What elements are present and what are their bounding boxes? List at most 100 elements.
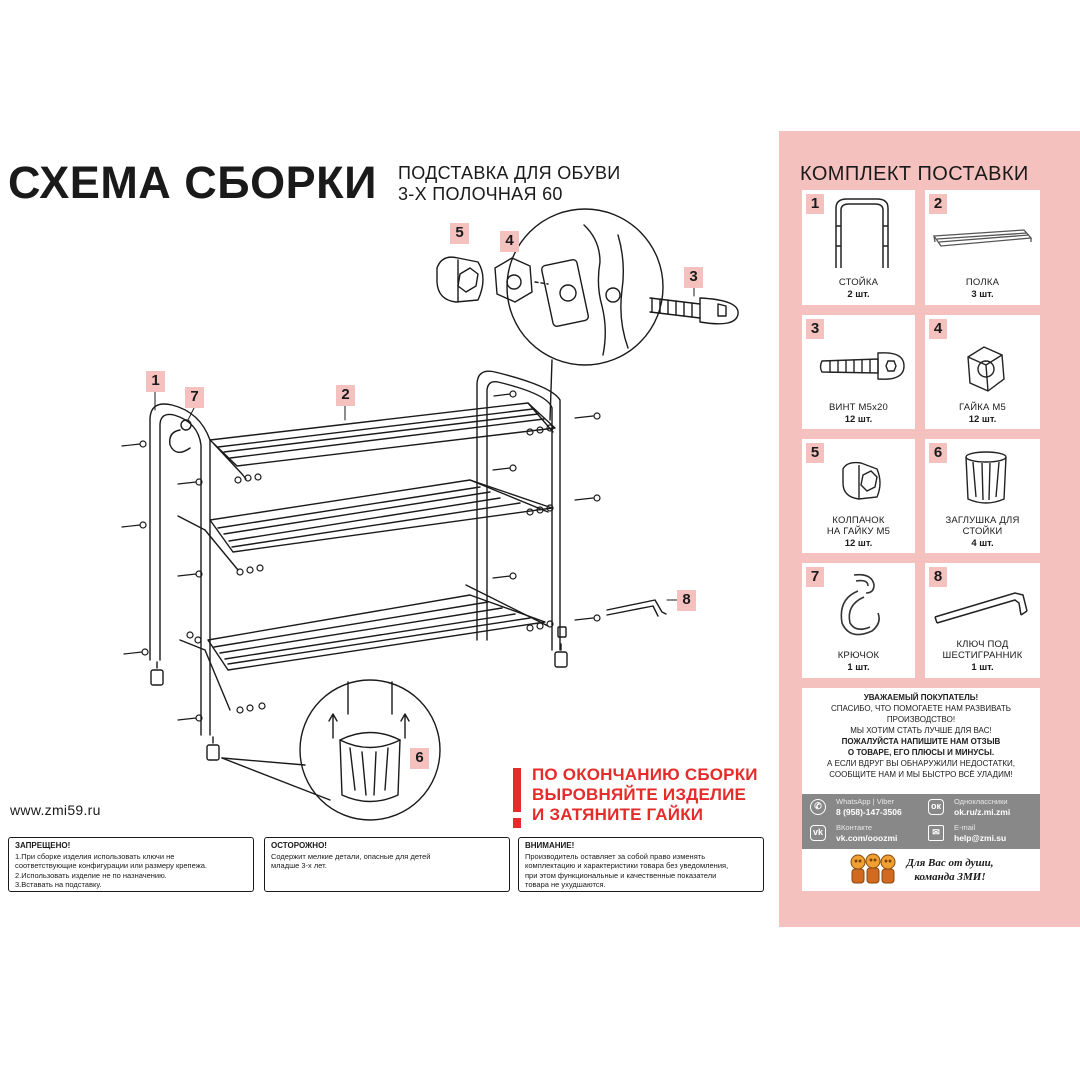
hook-on-post	[169, 419, 192, 453]
whatsapp-number[interactable]: 8 (958)-147-3506	[836, 807, 902, 817]
shelf-middle	[177, 479, 553, 571]
kit-item-screw: 3 ВИНТ М5х20 12 шт.	[802, 315, 915, 429]
kit-item-hook: 7 КРЮЧОК 1 шт.	[802, 563, 915, 678]
message-line: О ТОВАРЕ, ЕГО ПЛЮСЫ И МИНУСЫ.	[847, 748, 995, 757]
forbidden-heading: ЗАПРЕЩЕНО!	[15, 841, 71, 850]
subtitle-line-1: ПОДСТАВКА ДЛЯ ОБУВИ	[398, 163, 621, 183]
callout-leaders	[154, 286, 695, 601]
left-screws	[121, 440, 266, 722]
kit-item-number: 7	[806, 567, 824, 587]
kit-item-name: КЛЮЧ ПОД	[956, 639, 1009, 650]
callout-7: 7	[185, 387, 204, 408]
odnoklassniki-link[interactable]: ok.ru/z.mi.zmi	[954, 807, 1011, 817]
odnoklassniki-label: Одноклассники	[954, 797, 1008, 806]
final-note-line-3: И ЗАТЯНИТЕ ГАЙКИ	[532, 805, 704, 824]
signature-line-2: команда ЗМИ!	[914, 871, 986, 883]
kit-item-nut: 4 ГАЙКА М5 12 шт.	[925, 315, 1040, 429]
signature-line-1: Для Вас от души,	[906, 857, 994, 869]
attention-line: комплектацию и характеристики товара без…	[525, 861, 729, 870]
detail-zoom-plug	[221, 679, 441, 821]
post-plug-icon	[965, 451, 1007, 504]
shelf-top	[209, 402, 556, 480]
kit-item-qty: 4 шт.	[971, 538, 994, 549]
caution-line: Содержит мелкие детали, опасные для дете…	[271, 851, 431, 861]
screw-icon	[819, 352, 905, 380]
callout-5: 5	[450, 223, 469, 244]
kit-item-qty: 1 шт.	[971, 662, 994, 673]
detail-zoom-hardware	[436, 208, 739, 421]
final-note-line-2: ВЫРОВНЯЙТЕ ИЗДЕЛИЕ	[532, 785, 747, 804]
kit-item-rack-post: 1 СТОЙКА 2 шт.	[802, 190, 915, 305]
kit-item-name: ВИНТ М5х20	[829, 402, 888, 413]
kit-item-qty: 12 шт.	[844, 414, 873, 425]
subtitle-line-2: 3-Х ПОЛОЧНАЯ 60	[398, 184, 563, 204]
final-assembly-note: ПО ОКОНЧАНИЮ СБОРКИ ВЫРОВНЯЙТЕ ИЗДЕЛИЕ И…	[532, 765, 758, 825]
attention-notice: ВНИМАНИЕ! Производитель оставляет за соб…	[518, 837, 764, 892]
caution-heading: ОСТОРОЖНО!	[271, 841, 327, 850]
caution-line: младше 3-х лет.	[271, 861, 327, 870]
message-line: А ЕСЛИ ВДРУГ ВЫ ОБНАРУЖИЛИ НЕДОСТАТКИ,	[827, 759, 1015, 768]
callout-3: 3	[684, 267, 703, 288]
vk-link[interactable]: vk.com/ooozmi	[836, 833, 898, 843]
kit-item-name: ШЕСТИГРАННИК	[942, 650, 1023, 661]
hex-key-icon	[934, 592, 1028, 624]
whatsapp-label: WhatsApp | Viber	[836, 797, 895, 806]
kit-item-qty: 12 шт.	[968, 414, 997, 425]
shelf-bottom	[179, 584, 549, 711]
kit-item-number: 3	[806, 319, 824, 339]
forbidden-line: соответствующие конфигурации или размеру…	[15, 861, 207, 870]
exclamation-icon	[513, 768, 521, 828]
callout-4: 4	[500, 231, 519, 252]
email-icon: ✉	[928, 825, 944, 841]
callout-8: 8	[677, 590, 696, 611]
forbidden-notice: ЗАПРЕЩЕНО! 1.При сборке изделия использо…	[8, 837, 254, 892]
kit-item-name: КОЛПАЧОК	[832, 515, 885, 526]
kit-item-post-plug: 6 ЗАГЛУШКА ДЛЯ СТОЙКИ 4 шт.	[925, 439, 1040, 553]
right-screws	[492, 390, 601, 632]
kit-item-name: ЗАГЛУШКА ДЛЯ	[945, 515, 1020, 526]
attention-line: при этом функциональные и качественные п…	[525, 870, 717, 880]
vk-label: ВКонтакте	[836, 823, 873, 832]
kit-item-qty: 1 шт.	[847, 662, 870, 673]
message-line: СООБЩИТЕ НАМ И МЫ БЫСТРО ВСЁ УЛАДИМ!	[829, 770, 1013, 779]
odnoklassniki-icon: ок	[928, 799, 944, 815]
whatsapp-icon: ✆	[810, 799, 826, 815]
page-title: СХЕМА СБОРКИ	[8, 157, 377, 208]
kit-item-number: 2	[929, 194, 947, 214]
hex-key-drawing	[606, 599, 667, 617]
kit-title: КОМПЛЕКТ ПОСТАВКИ	[800, 163, 1029, 185]
forbidden-line: 2.Использовать изделие не по назначению.	[15, 870, 167, 880]
kit-item-hex-key: 8 КЛЮЧ ПОД ШЕСТИГРАННИК 1 шт.	[925, 563, 1040, 678]
kit-item-name: КРЮЧОК	[837, 650, 880, 661]
kit-item-qty: 12 шт.	[844, 538, 873, 549]
message-line: ПОЖАЛУЙСТА НАПИШИТЕ НАМ ОТЗЫВ	[841, 737, 1001, 746]
message-line: СПАСИБО, ЧТО ПОМОГАЕТЕ НАМ РАЗВИВАТЬ	[830, 704, 1011, 713]
customer-message: УВАЖАЕМЫЙ ПОКУПАТЕЛЬ! СПАСИБО, ЧТО ПОМОГ…	[802, 688, 1040, 794]
final-note-line-1: ПО ОКОНЧАНИЮ СБОРКИ	[532, 765, 758, 784]
kit-item-name: СТОЙКИ	[962, 526, 1003, 537]
contacts-block: ✆ WhatsApp | Viber 8 (958)-147-3506 ок О…	[802, 794, 1040, 849]
callout-6: 6	[410, 748, 429, 769]
kit-item-number: 1	[806, 194, 824, 214]
website-url[interactable]: www.zmi59.ru	[10, 802, 101, 818]
callout-1: 1	[146, 371, 165, 392]
team-mascots-logo	[850, 853, 896, 884]
message-line: УВАЖАЕМЫЙ ПОКУПАТЕЛЬ!	[863, 693, 979, 702]
attention-line: Производитель оставляет за собой право и…	[525, 851, 706, 861]
kit-item-name: СТОЙКА	[838, 277, 879, 288]
kit-item-nut-cap: 5 КОЛПАЧОК НА ГАЙКУ М5 12 шт.	[802, 439, 915, 553]
right-rack-post	[476, 370, 561, 651]
email-link[interactable]: help@zmi.su	[954, 833, 1007, 843]
foot-plugs	[150, 626, 568, 761]
kit-item-qty: 3 шт.	[971, 289, 994, 300]
assembly-diagram	[121, 208, 739, 821]
message-line: МЫ ХОТИМ СТАТЬ ЛУЧШЕ ДЛЯ ВАС!	[850, 726, 992, 735]
attention-line: товара не ухудшаются.	[525, 880, 606, 889]
rack-post-icon	[835, 198, 889, 268]
attention-heading: ВНИМАНИЕ!	[525, 841, 575, 850]
hook-icon	[840, 573, 880, 636]
callout-2: 2	[336, 385, 355, 406]
forbidden-line: 1.При сборке изделия использовать ключи …	[15, 851, 175, 861]
kit-item-number: 8	[929, 567, 947, 587]
message-line: ПРОИЗВОДСТВО!	[886, 715, 956, 724]
